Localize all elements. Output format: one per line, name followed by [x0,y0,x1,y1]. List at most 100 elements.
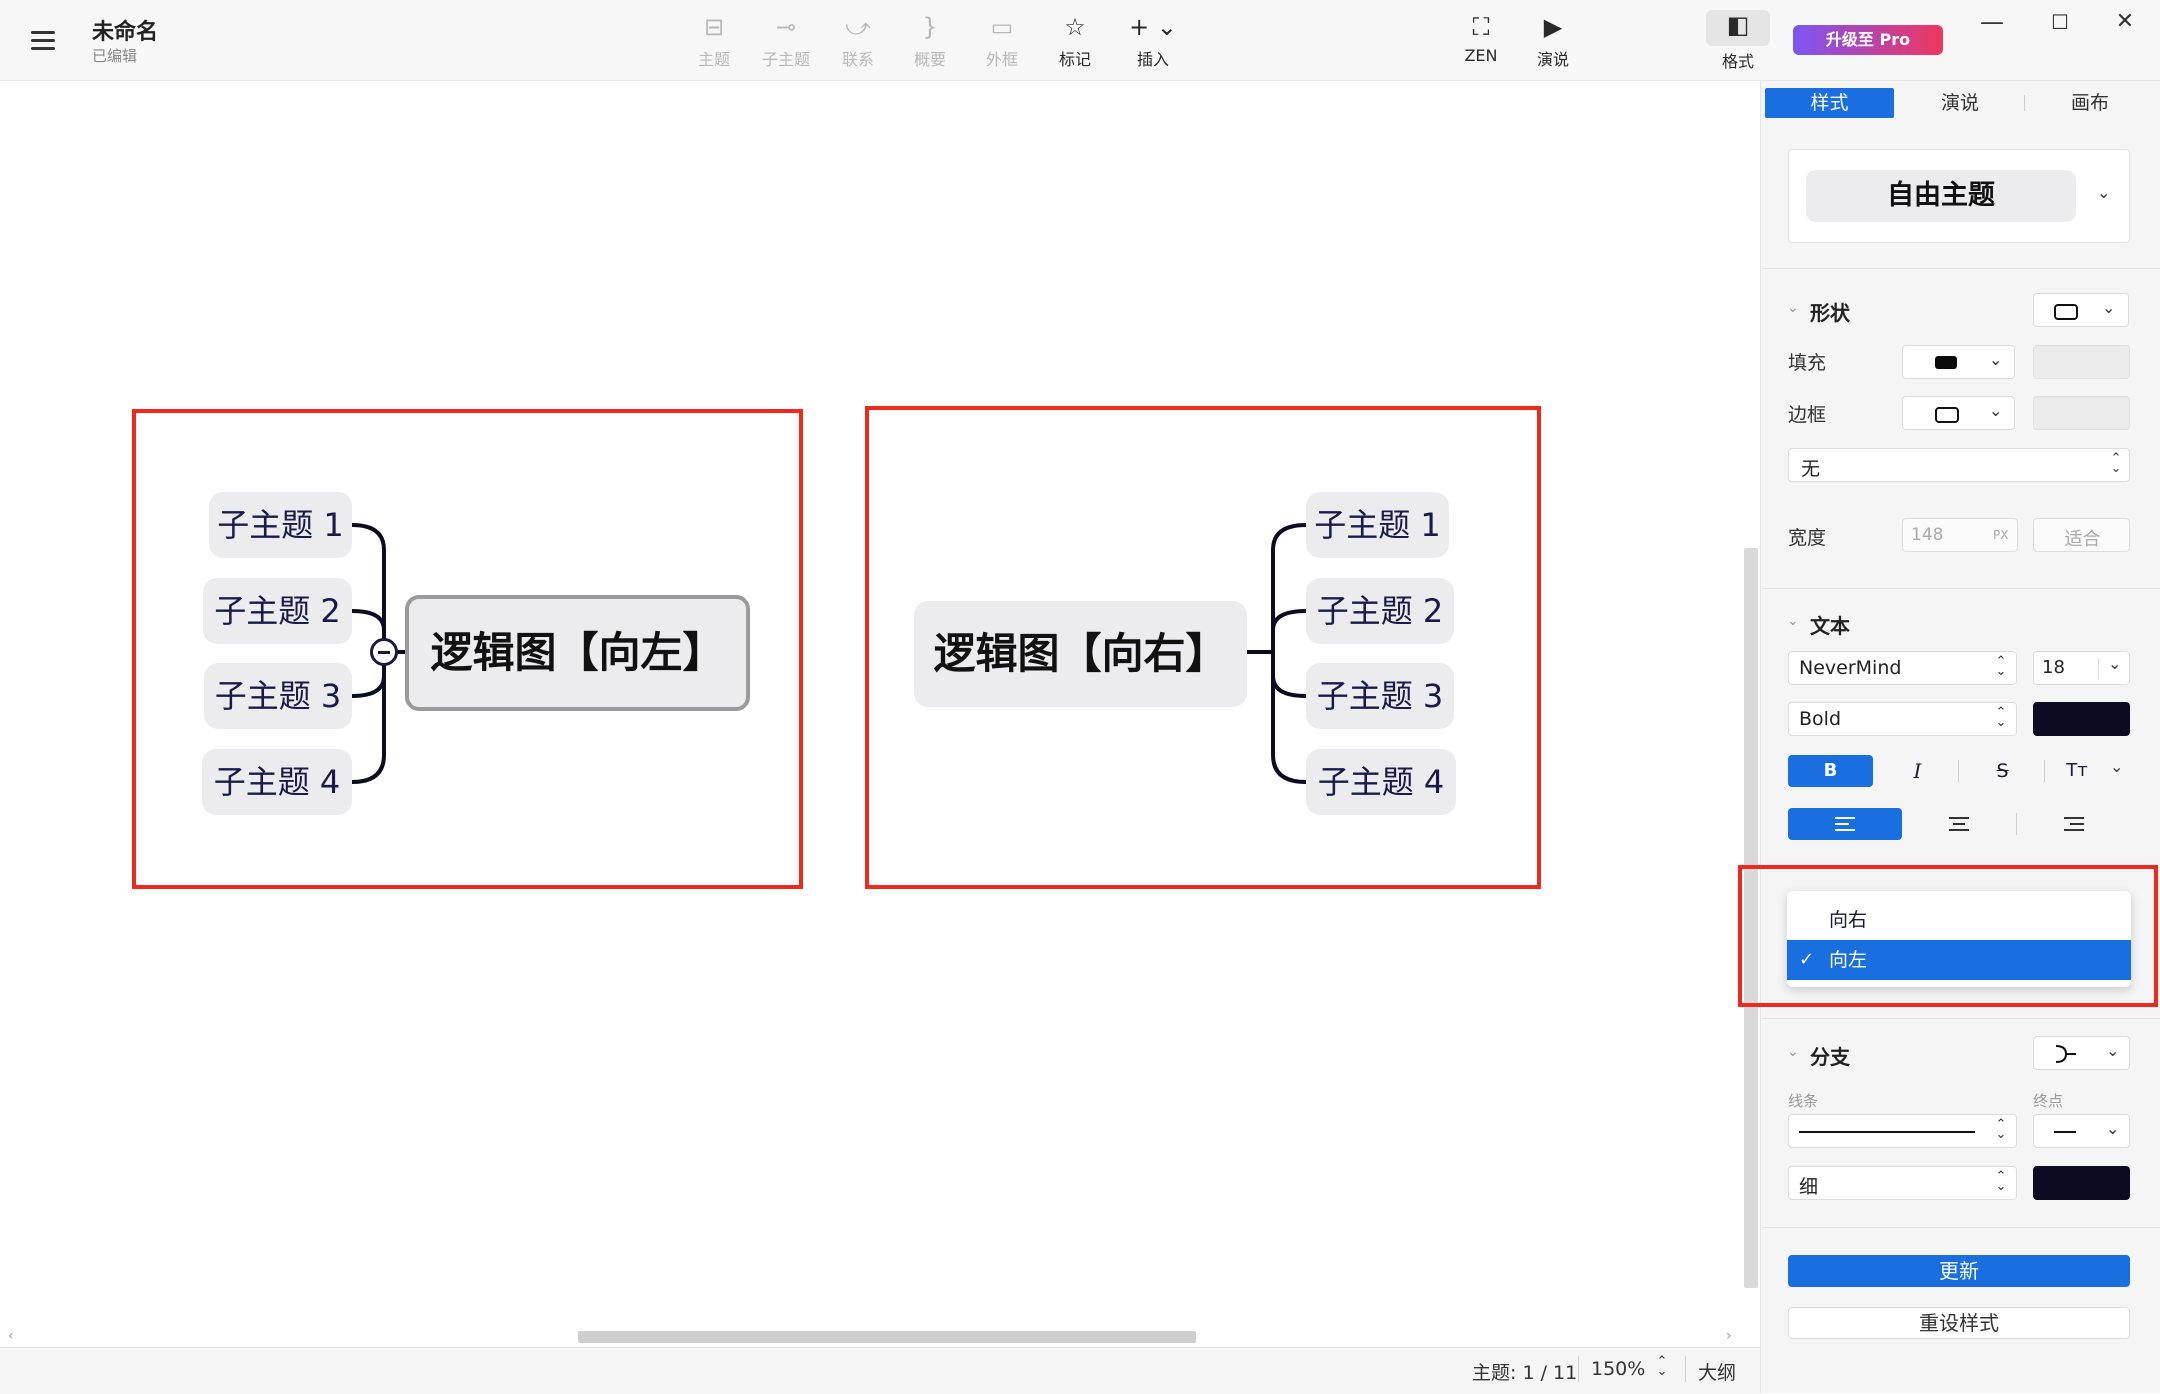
branch-style-select[interactable]: ⌄ [2033,1036,2130,1070]
chevron-down-icon[interactable]: ⌄ [2097,183,2111,202]
vertical-scrollbar[interactable] [1744,548,1758,1288]
title-bar: 未命名 已编辑 ⊟ 主题 ⊸ 子主题 ⤻ 联系 } 概要 ▭ 外框 ☆ 标记 +… [0,0,2160,81]
checkmark-icon: ✓ [1799,949,1815,970]
bold-button[interactable]: B [1788,755,1873,787]
strikethrough-button[interactable]: S [1996,760,2009,782]
zoom-stepper-icon[interactable]: ⌃⌄ [1656,1354,1668,1379]
width-unit: PX [1993,528,2009,542]
subtopic-node[interactable]: 子主题 2 [203,578,352,644]
align-center-button[interactable] [1902,808,2016,840]
align-left-button[interactable] [1788,808,1902,840]
text-case-button[interactable]: Tт [2066,760,2088,781]
horizontal-scrollbar[interactable] [578,1331,1196,1343]
subtopic-node[interactable]: 子主题 1 [1306,492,1449,558]
text-section-title: 文本 [1810,614,1850,638]
tab-style[interactable]: 样式 [1765,88,1894,118]
summary-button[interactable]: } 概要 [898,12,962,72]
align-right-icon [2063,817,2084,831]
font-family-select[interactable]: NeverMind ⌃⌄ [1788,651,2017,685]
subtopic-node[interactable]: 子主题 2 [1306,578,1454,644]
border-color-swatch[interactable] [2033,396,2130,430]
topic-icon: ⊟ [703,13,725,41]
format-panel-icon: ◧ [1726,11,1750,39]
close-icon[interactable]: ✕ [2115,9,2135,34]
upgrade-pro-button[interactable]: 升级至 Pro [1793,25,1943,55]
section-divider [1762,1018,2160,1019]
relationship-icon: ⤻ [845,13,871,41]
format-panel-toggle[interactable]: ◧ [1706,10,1770,46]
width-input[interactable]: 148 PX [1902,518,2018,552]
line-label: 线条 [1788,1092,1819,1110]
subtopic-node[interactable]: 子主题 4 [202,749,352,815]
pitch-mode-button[interactable]: ▶ 演说 [1521,12,1585,72]
direction-option-left[interactable]: ✓ 向左 [1787,940,2131,980]
subtopic-node[interactable]: 子主题 1 [209,492,352,558]
marker-button[interactable]: ☆ 标记 [1043,12,1107,72]
chevron-down-icon: ⌄ [1989,350,2003,369]
boundary-icon: ▭ [990,13,1014,41]
tab-divider [2024,95,2025,111]
text-color-swatch[interactable] [2033,702,2130,736]
collapse-section-icon[interactable]: ⌄ [1787,613,1799,629]
minimize-icon[interactable]: — [1980,8,2004,36]
collapse-branch-icon[interactable] [370,638,398,666]
updown-icon: ⌃⌄ [1995,1169,2007,1194]
fill-select[interactable]: ⌄ [1902,345,2015,379]
maximize-icon[interactable]: ☐ [2051,10,2069,34]
scroll-right-arrow-icon[interactable]: › [1726,1328,1732,1344]
document-status: 已编辑 [92,47,138,65]
subtopic-node[interactable]: 子主题 4 [1306,749,1456,815]
document-title[interactable]: 未命名 [92,20,159,45]
fit-button[interactable]: 适合 [2033,518,2130,552]
font-weight-select[interactable]: Bold ⌃⌄ [1788,702,2017,736]
style-preset-button[interactable]: 自由主题 [1806,170,2076,222]
chevron-down-icon: ⌄ [2106,1119,2120,1138]
italic-button[interactable]: I [1913,759,1922,783]
collapse-section-icon[interactable]: ⌄ [1787,300,1799,316]
zoom-level[interactable]: 150% [1591,1358,1646,1380]
border-select[interactable]: ⌄ [1902,396,2015,430]
reset-style-button[interactable]: 重设样式 [1788,1307,2130,1339]
width-label: 宽度 [1788,527,1827,549]
topic-button[interactable]: ⊟ 主题 [682,12,746,72]
subtopic-node[interactable]: 子主题 3 [1306,663,1454,729]
zen-mode-button[interactable]: ⛶ ZEN [1449,12,1513,72]
section-divider [1762,1227,2160,1228]
relationship-button[interactable]: ⤻ 联系 [826,12,890,72]
central-topic-right[interactable]: 逻辑图【向右】 [914,601,1247,707]
section-divider [1762,268,2160,269]
branch-connector-icon [2055,1045,2076,1063]
annotation-frame-right [865,406,1541,889]
collapse-section-icon[interactable]: ⌄ [1787,1044,1799,1060]
font-size-select[interactable]: 18 ⌄ [2033,651,2130,685]
insert-plus-icon: + ⌄ [1129,13,1177,41]
section-divider [1762,588,2160,589]
scroll-left-arrow-icon[interactable]: ‹ [8,1328,14,1344]
subtopic-button[interactable]: ⊸ 子主题 [754,12,818,72]
chevron-down-icon[interactable]: ⌄ [2110,757,2124,776]
chevron-down-icon: ⌄ [2108,654,2122,673]
tab-pitch[interactable]: 演说 [1940,92,1979,114]
branch-color-swatch[interactable] [2033,1166,2130,1200]
summary-icon: } [922,13,938,41]
border-rect-icon [1935,407,1959,423]
boundary-button[interactable]: ▭ 外框 [970,12,1034,72]
insert-button[interactable]: + ⌄ 插入 [1120,12,1186,72]
hamburger-menu-icon[interactable] [26,24,60,58]
align-right-button[interactable] [2017,808,2130,840]
shape-section-title: 形状 [1810,301,1850,325]
outline-button[interactable]: 大纲 [1698,1362,1737,1384]
line-end-select[interactable]: ⌄ [2033,1114,2130,1148]
fill-color-swatch[interactable] [2033,345,2130,379]
line-end-icon [2054,1131,2076,1133]
line-style-select[interactable]: ⌃⌄ [1788,1114,2017,1148]
line-thickness-select[interactable]: 细 ⌃⌄ [1788,1166,2017,1200]
update-style-button[interactable]: 更新 [1788,1255,2130,1287]
status-divider [1578,1356,1579,1382]
tab-canvas[interactable]: 画布 [2070,92,2109,114]
border-style-select[interactable]: 无 ⌃⌄ [1788,448,2130,482]
direction-option-right[interactable]: 向右 [1829,909,1868,931]
shape-select[interactable]: ⌄ [2033,293,2129,327]
central-topic-left[interactable]: 逻辑图【向左】 [405,595,750,711]
subtopic-node[interactable]: 子主题 3 [204,663,352,729]
